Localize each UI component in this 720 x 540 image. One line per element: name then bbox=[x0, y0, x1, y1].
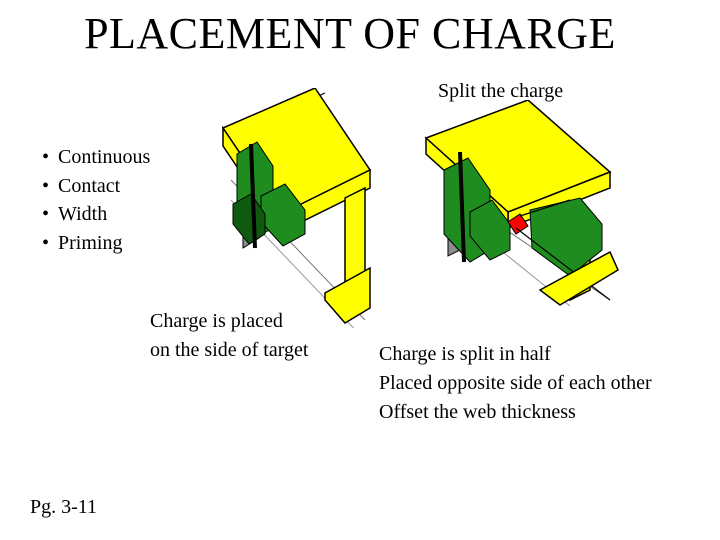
caption-line: Charge is split in half bbox=[379, 343, 551, 365]
slide-title: PLACEMENT OF CHARGE bbox=[84, 9, 616, 58]
split-charge-beam-diagram bbox=[424, 100, 619, 307]
split-charge-label: Split the charge bbox=[438, 80, 564, 102]
beam-bottom-flange bbox=[538, 250, 619, 306]
caption-line: Placed opposite side of each other bbox=[379, 372, 652, 394]
bullet-list: Continuous Contact Width Priming bbox=[42, 143, 150, 257]
caption-line: on the side of target bbox=[150, 339, 309, 361]
page-reference: Pg. 3-11 bbox=[30, 496, 98, 518]
single-charge-caption: Charge is placed on the side of target bbox=[150, 307, 308, 365]
single-charge-beam-diagram bbox=[221, 88, 372, 328]
bullet-item: Contact bbox=[42, 172, 150, 201]
caption-line: Charge is placed bbox=[150, 310, 283, 332]
caption-line: Offset the web thickness bbox=[379, 401, 576, 423]
bullet-item: Continuous bbox=[42, 143, 150, 172]
bullet-item: Priming bbox=[42, 229, 150, 258]
split-charge-caption: Charge is split in half Placed opposite … bbox=[379, 340, 652, 427]
bullet-item: Width bbox=[42, 200, 150, 229]
priming-detonator bbox=[507, 213, 529, 235]
charge-block-right bbox=[529, 197, 603, 277]
beam-bottom-flange bbox=[324, 266, 371, 324]
